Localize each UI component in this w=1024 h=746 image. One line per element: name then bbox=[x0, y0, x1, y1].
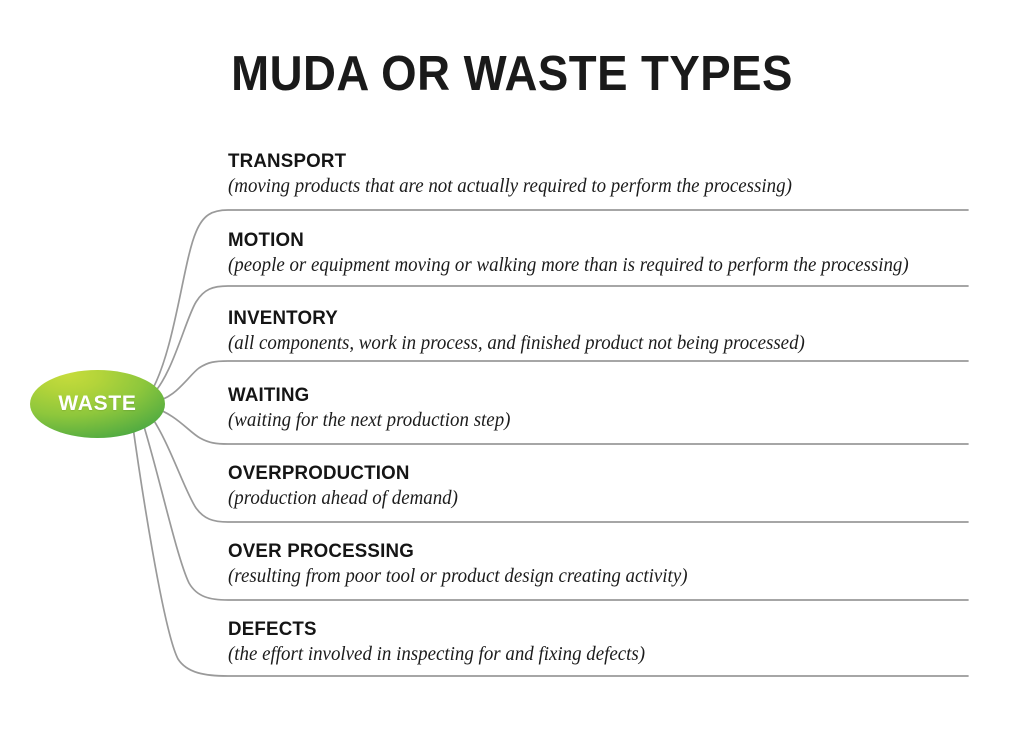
waste-type-motion[interactable]: MOTION (people or equipment moving or wa… bbox=[228, 228, 930, 278]
waste-type-overproduction[interactable]: OVERPRODUCTION (production ahead of dema… bbox=[228, 461, 465, 511]
waste-type-description: (moving products that are not actually r… bbox=[228, 176, 792, 197]
waste-node-label: WASTE bbox=[58, 392, 137, 415]
waste-type-description: (production ahead of demand) bbox=[228, 488, 458, 509]
waste-ellipse-shape bbox=[30, 370, 165, 438]
waste-type-title: MOTION bbox=[228, 229, 305, 251]
waste-type-title: OVERPRODUCTION bbox=[228, 462, 410, 484]
waste-type-description: (waiting for the next production step) bbox=[228, 410, 511, 431]
waste-type-title: TRANSPORT bbox=[228, 150, 347, 172]
waste-type-description: (the effort involved in inspecting for a… bbox=[228, 644, 646, 665]
waste-type-title: OVER PROCESSING bbox=[228, 540, 414, 562]
waste-type-description: (all components, work in process, and fi… bbox=[228, 333, 805, 354]
waste-type-title: DEFECTS bbox=[228, 618, 317, 640]
waste-type-title: INVENTORY bbox=[228, 307, 338, 329]
waste-type-description: (people or equipment moving or walking m… bbox=[228, 255, 909, 276]
waste-type-over-processing[interactable]: OVER PROCESSING (resulting from poor too… bbox=[228, 539, 702, 589]
waste-type-defects[interactable]: DEFECTS (the effort involved in inspecti… bbox=[228, 617, 658, 667]
waste-type-waiting[interactable]: WAITING (waiting for the next production… bbox=[228, 383, 519, 433]
waste-type-transport[interactable]: TRANSPORT (moving products that are not … bbox=[228, 149, 809, 199]
page-title: MUDA OR WASTE TYPES bbox=[231, 47, 793, 101]
waste-type-inventory[interactable]: INVENTORY (all components, work in proce… bbox=[228, 306, 823, 356]
waste-type-title: WAITING bbox=[228, 384, 310, 406]
central-node-waste[interactable]: WASTE bbox=[30, 370, 165, 438]
waste-type-description: (resulting from poor tool or product des… bbox=[228, 566, 688, 587]
